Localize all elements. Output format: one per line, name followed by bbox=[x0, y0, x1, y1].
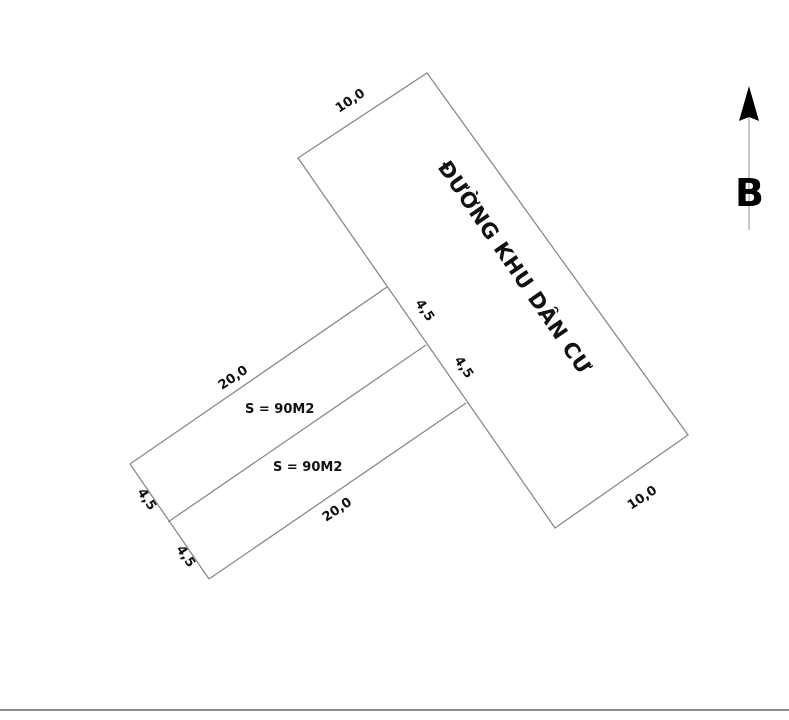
road-label: ĐƯỜNG KHU DÂN CƯ bbox=[433, 156, 597, 379]
lot-1-back-label: 4,5 bbox=[134, 486, 159, 513]
lot-2-back-label: 4,5 bbox=[173, 543, 198, 570]
north-arrow-head-icon bbox=[739, 86, 759, 121]
lot-2-frontage-label: 4,5 bbox=[451, 354, 476, 381]
road-bottom-width-label: 10,0 bbox=[625, 483, 660, 513]
lot-1-area-label: S = 90M2 bbox=[245, 402, 314, 417]
lot-2-bottom-edge bbox=[208, 402, 467, 580]
north-arrow: B bbox=[735, 86, 764, 230]
lot-2-area-label: S = 90M2 bbox=[273, 460, 342, 475]
road-top-width-label: 10,0 bbox=[333, 86, 368, 116]
north-letter: B bbox=[735, 171, 764, 215]
lot-1-length-label: 20,0 bbox=[216, 363, 251, 393]
lot-1-top-edge bbox=[129, 286, 388, 465]
bottom-divider bbox=[0, 709, 789, 711]
lot-divider bbox=[167, 344, 427, 523]
road-outline bbox=[297, 72, 689, 529]
lots-group bbox=[129, 286, 467, 580]
lot-1-frontage-label: 4,5 bbox=[412, 297, 437, 324]
